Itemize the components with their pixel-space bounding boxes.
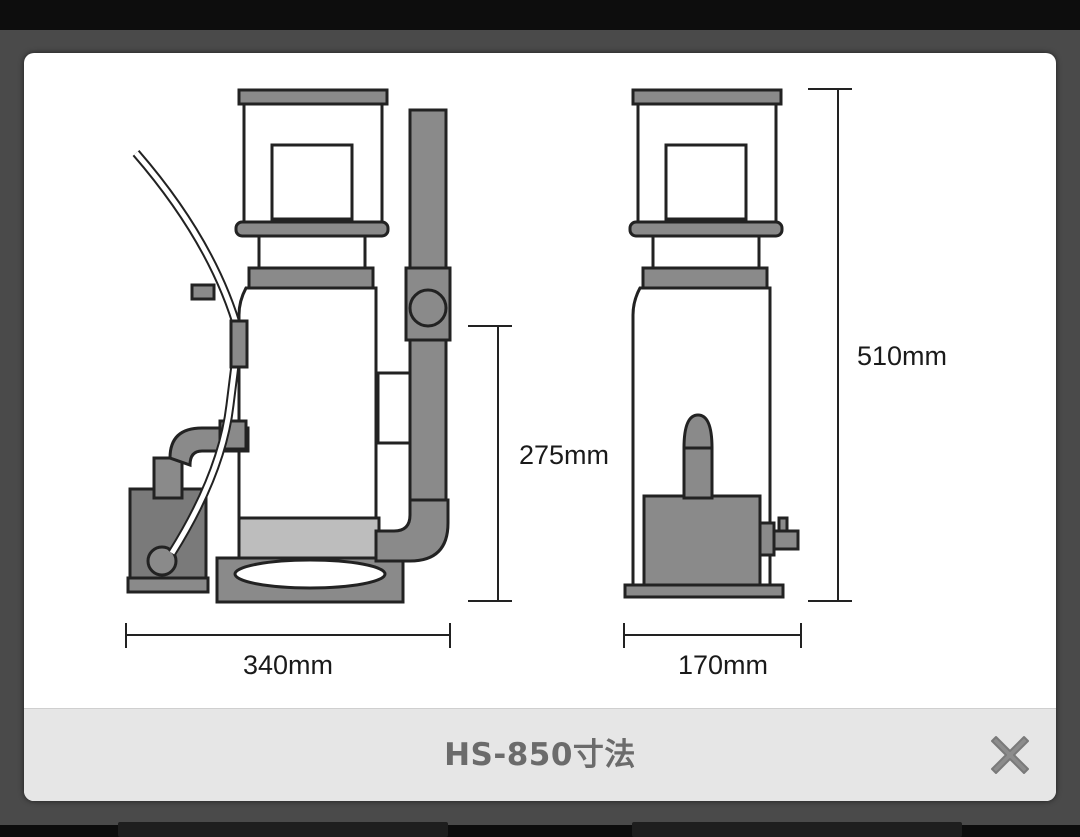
dimension-drawing: 340mm 170mm 275mm 510mm (125, 88, 947, 680)
dimension-label-water-height: 275mm (519, 440, 609, 470)
background-tab[interactable] (118, 822, 448, 837)
dimension-label-total-height: 510mm (857, 341, 947, 371)
side-view (126, 88, 452, 604)
image-caption: HS-850寸法 (444, 737, 636, 773)
background-tab[interactable] (632, 822, 962, 837)
caption-bar: HS-850寸法 (24, 708, 1056, 801)
dimension-label-width: 340mm (243, 650, 333, 680)
dimension-lines (125, 88, 852, 648)
image-lightbox: 340mm 170mm 275mm 510mm HS-850寸法 (24, 53, 1056, 801)
close-icon (991, 736, 1029, 774)
close-button[interactable] (982, 727, 1038, 783)
dimension-label-depth: 170mm (678, 650, 768, 680)
front-view (623, 88, 800, 599)
